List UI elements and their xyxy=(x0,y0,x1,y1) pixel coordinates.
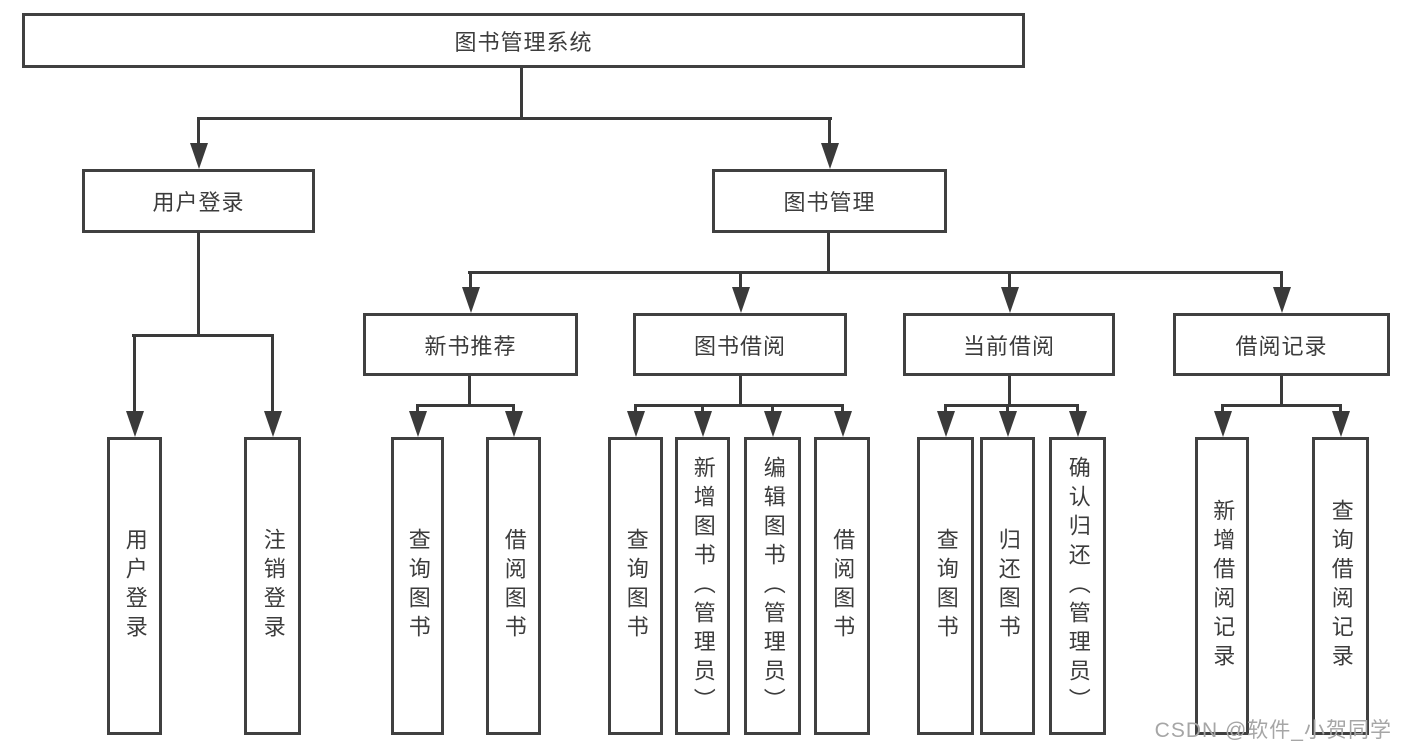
leaf-bb-borrow-books-label: 借阅图书 xyxy=(830,528,856,644)
node-borrowing-records-label: 借阅记录 xyxy=(1235,333,1328,359)
arrow-to-bb-edit xyxy=(771,404,774,411)
arrow-to-current-borrowing xyxy=(1008,271,1011,287)
leaf-bb-add-books-admin-label: 新增图书（管理员） xyxy=(690,455,716,717)
csdn-watermark: CSDN @软件_小贺同学 xyxy=(1154,719,1392,742)
arrow-to-book-management xyxy=(828,117,831,143)
arrow-to-nb-borrow xyxy=(512,404,515,411)
edge-mgmt-rail xyxy=(468,271,1283,274)
leaf-br-query-record: 查询借阅记录 xyxy=(1312,437,1369,735)
node-new-book-recommend-label: 新书推荐 xyxy=(424,333,517,359)
edge-cb-rail xyxy=(944,404,1079,407)
arrow-to-cb-query xyxy=(944,404,947,411)
node-book-borrowing: 图书借阅 xyxy=(633,313,847,376)
leaf-nb-borrow-books: 借阅图书 xyxy=(486,437,541,735)
leaf-nb-query-books-label: 查询图书 xyxy=(405,528,431,644)
node-root: 图书管理系统 xyxy=(22,13,1025,68)
leaf-bb-edit-books-admin-label: 编辑图书（管理员） xyxy=(760,455,786,717)
leaf-cb-confirm-return-admin-label: 确认归还（管理员） xyxy=(1065,455,1091,717)
edge-bb-stub xyxy=(739,376,742,407)
leaf-br-query-record-label: 查询借阅记录 xyxy=(1328,499,1354,673)
arrow-to-br-add xyxy=(1221,404,1224,411)
leaf-bb-edit-books-admin: 编辑图书（管理员） xyxy=(744,437,801,735)
leaf-cb-query-books-label: 查询图书 xyxy=(933,528,959,644)
leaf-cb-query-books: 查询图书 xyxy=(917,437,974,735)
edge-bb-rail xyxy=(634,404,844,407)
arrow-to-new-book-recommend xyxy=(469,271,472,287)
arrow-to-nb-query xyxy=(416,404,419,411)
node-root-label: 图书管理系统 xyxy=(454,29,593,55)
leaf-logout: 注销登录 xyxy=(244,437,301,735)
edge-br-rail xyxy=(1221,404,1342,407)
node-borrowing-records: 借阅记录 xyxy=(1173,313,1390,376)
leaf-nb-borrow-books-label: 借阅图书 xyxy=(501,528,527,644)
arrow-to-bb-add xyxy=(701,404,704,411)
node-user-login: 用户登录 xyxy=(82,169,315,233)
leaf-nb-query-books: 查询图书 xyxy=(391,437,444,735)
node-book-management-label: 图书管理 xyxy=(783,190,876,215)
node-current-borrowing-label: 当前借阅 xyxy=(962,333,1055,359)
node-user-login-label: 用户登录 xyxy=(152,190,245,215)
arrow-to-leaf-logout xyxy=(271,334,274,411)
leaf-bb-borrow-books: 借阅图书 xyxy=(814,437,870,735)
node-book-management: 图书管理 xyxy=(712,169,947,233)
edge-nb-stub xyxy=(468,376,471,407)
edge-user-stub xyxy=(197,232,200,337)
edge-nb-rail xyxy=(416,404,515,407)
leaf-user-login-label: 用户登录 xyxy=(122,528,148,644)
edge-root-stub xyxy=(520,68,523,119)
arrow-to-borrowing-records xyxy=(1280,271,1283,287)
arrow-to-leaf-user-login xyxy=(133,334,136,411)
arrow-to-cb-confirm xyxy=(1076,404,1079,411)
arrow-to-br-query xyxy=(1339,404,1342,411)
leaf-bb-query-books-label: 查询图书 xyxy=(623,528,649,644)
arrow-to-user-login xyxy=(197,117,200,143)
leaf-cb-return-books: 归还图书 xyxy=(980,437,1035,735)
leaf-bb-add-books-admin: 新增图书（管理员） xyxy=(675,437,730,735)
edge-user-rail xyxy=(132,334,274,337)
arrow-to-bb-borrow xyxy=(841,404,844,411)
edge-br-stub xyxy=(1280,376,1283,407)
arrow-to-cb-return xyxy=(1006,404,1009,411)
node-current-borrowing: 当前借阅 xyxy=(903,313,1115,376)
node-new-book-recommend: 新书推荐 xyxy=(363,313,578,376)
leaf-br-add-record: 新增借阅记录 xyxy=(1195,437,1249,735)
node-book-borrowing-label: 图书借阅 xyxy=(693,333,786,359)
leaf-logout-label: 注销登录 xyxy=(260,528,286,644)
arrow-to-bb-query xyxy=(634,404,637,411)
edge-root-rail xyxy=(197,117,832,120)
leaf-user-login: 用户登录 xyxy=(107,437,162,735)
leaf-cb-return-books-label: 归还图书 xyxy=(995,528,1021,644)
edge-cb-stub xyxy=(1008,376,1011,407)
edge-mgmt-stub xyxy=(827,233,830,274)
leaf-bb-query-books: 查询图书 xyxy=(608,437,663,735)
leaf-br-add-record-label: 新增借阅记录 xyxy=(1210,499,1236,673)
arrow-to-book-borrowing xyxy=(739,271,742,287)
leaf-cb-confirm-return-admin: 确认归还（管理员） xyxy=(1049,437,1106,735)
